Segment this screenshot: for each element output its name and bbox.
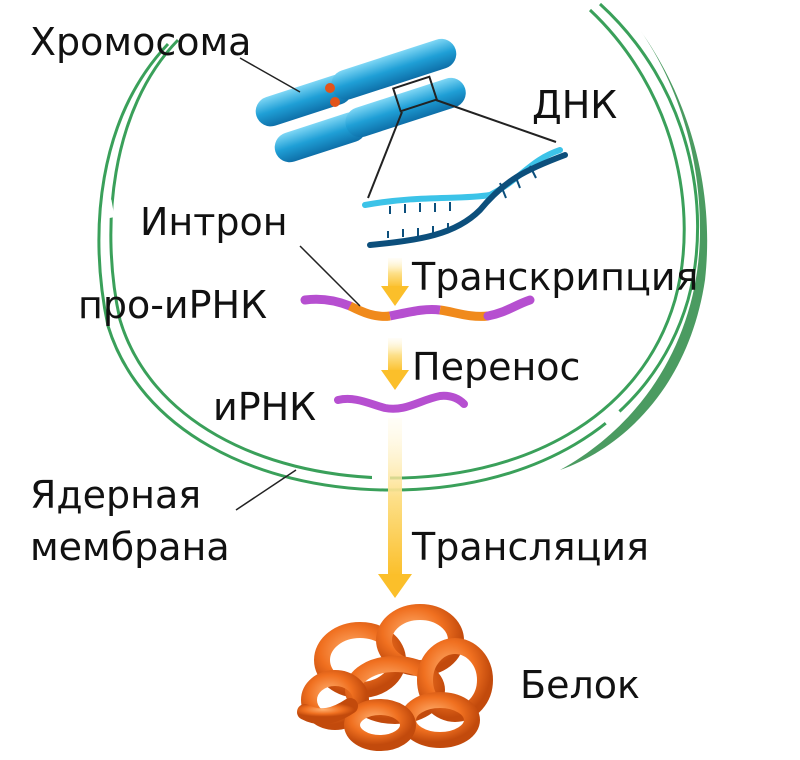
folded-protein-icon	[297, 604, 493, 751]
chromosome-pointer-line	[239, 57, 301, 93]
mrna-strand	[334, 391, 468, 413]
translation-label: Трансляция	[411, 525, 649, 569]
translation-arrow	[378, 418, 412, 598]
nuclear-membrane-label-line2: мембрана	[30, 525, 230, 569]
intron-label: Интрон	[140, 200, 288, 244]
membrane-pointer-line	[235, 469, 297, 511]
chromosome-icon	[255, 38, 466, 163]
transcription-arrow	[381, 258, 409, 306]
transport-label: Перенос	[412, 345, 580, 389]
dna-double-helix-icon	[362, 147, 568, 248]
transcription-label: Транскрипция	[411, 255, 698, 299]
dna-label: ДНК	[532, 83, 617, 127]
transport-arrow	[381, 338, 409, 390]
zoom-callout	[367, 75, 557, 199]
chromosome-label: Хромосома	[30, 20, 251, 64]
pre-mrna-strand	[299, 245, 535, 321]
nuclear-membrane	[97, 2, 708, 492]
mrna-label: иРНК	[213, 385, 316, 429]
protein-label: Белок	[520, 663, 640, 707]
pre-mrna-label: про-иРНК	[78, 283, 267, 327]
nuclear-membrane-label-line1: Ядерная	[30, 473, 201, 517]
